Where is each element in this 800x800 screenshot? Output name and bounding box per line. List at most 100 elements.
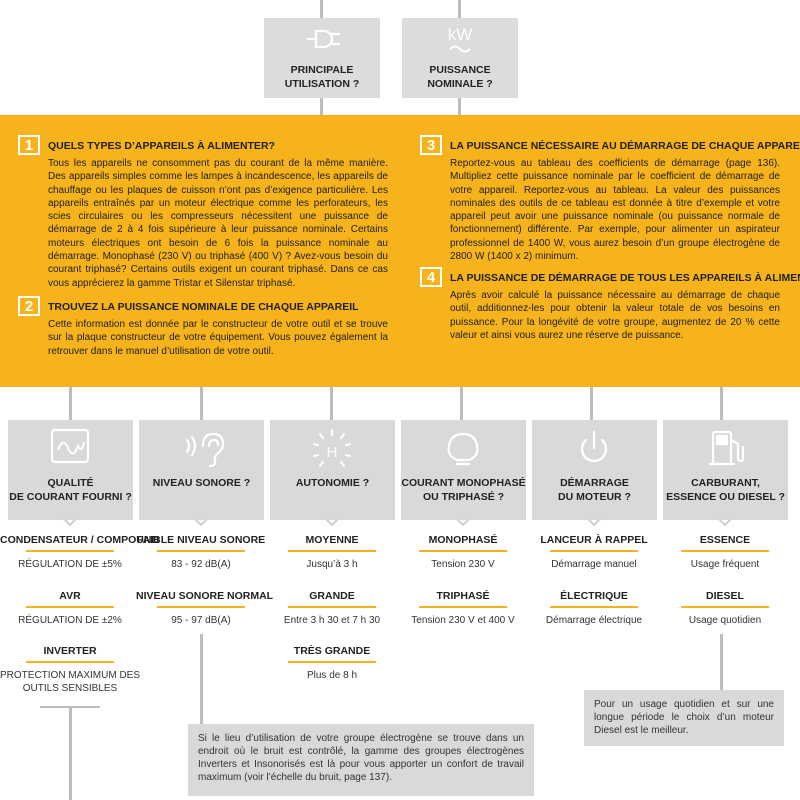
option-moyenne: MOYENNE Jusqu’à 3 h	[267, 534, 397, 571]
option-title: FAIBLE NIVEAU SONORE	[136, 534, 266, 546]
option-essence: ESSENCE Usage fréquent	[660, 534, 790, 571]
power-icon	[532, 426, 657, 470]
option-lanceur: LANCEUR À RAPPEL Démarrage manuel	[529, 534, 659, 571]
option-underline	[681, 606, 769, 608]
option-desc: Tension 230 V et 400 V	[411, 615, 515, 626]
option-inverter: INVERTER PROTECTION MAXIMUM DES OUTILS S…	[0, 645, 140, 695]
connector-line	[200, 634, 203, 724]
chevron-down-icon	[63, 518, 77, 526]
section-number: 4	[420, 267, 442, 287]
option-triphase: TRIPHASÉ Tension 230 V et 400 V	[398, 590, 528, 627]
option-underline	[419, 550, 507, 552]
option-title: GRANDE	[309, 590, 355, 602]
option-underline	[550, 606, 638, 608]
option-underline	[681, 550, 769, 552]
category-label: AUTONOMIE ?	[295, 477, 370, 489]
usage-box: PRINCIPALE UTILISATION ?	[264, 18, 380, 98]
connector-line	[330, 387, 333, 420]
category-label: COURANT MONOPHASÉ OU TRIPHASÉ ?	[401, 477, 526, 503]
option-desc: Usage fréquent	[690, 559, 760, 570]
connector-line	[720, 387, 723, 420]
option-underline	[157, 606, 245, 608]
power-label: PUISSANCE NOMINALE ?	[427, 64, 493, 90]
waveform-icon	[8, 426, 133, 470]
option-underline	[288, 606, 376, 608]
connector-line	[458, 98, 461, 115]
info-banner: 1 QUELS TYPES D’APPAREILS À ALIMENTER? T…	[0, 115, 800, 387]
option-underline	[26, 661, 114, 663]
chevron-down-icon	[456, 518, 470, 526]
noise-note: Si le lieu d’utilisation de votre groupe…	[188, 724, 534, 796]
option-underline	[26, 550, 114, 552]
option-desc: 95 - 97 dB(A)	[171, 615, 231, 626]
option-title: INVERTER	[43, 645, 97, 657]
fuel-pump-icon	[663, 426, 788, 470]
option-underline	[419, 606, 507, 608]
option-desc: Démarrage électrique	[545, 615, 643, 626]
section-body: Cette information est donnée par le cons…	[48, 319, 388, 357]
category-start: DÉMARRAGE DU MOTEUR ?	[532, 420, 657, 520]
option-title: TRÈS GRANDE	[293, 645, 371, 657]
option-grande: GRANDE Entre 3 h 30 et 7 h 30	[267, 590, 397, 627]
option-condensateur: CONDENSATEUR / COMPOUND RÉGULATION DE ±5…	[0, 534, 160, 571]
category-label: NIVEAU SONORE ?	[152, 477, 251, 489]
section-number: 1	[18, 135, 40, 155]
option-desc: Démarrage manuel	[551, 559, 637, 570]
option-title: ÉLECTRIQUE	[560, 590, 628, 602]
option-desc: Tension 230 V	[431, 559, 495, 570]
category-phase: COURANT MONOPHASÉ OU TRIPHASÉ ?	[401, 420, 526, 520]
connector-line	[460, 387, 463, 420]
connector-line	[69, 706, 72, 800]
option-faible-niveau: FAIBLE NIVEAU SONORE 83 - 92 dB(A)	[136, 534, 266, 571]
option-title: MONOPHASÉ	[428, 534, 498, 546]
option-title: LANCEUR À RAPPEL	[540, 534, 648, 546]
option-underline	[550, 550, 638, 552]
section-number: 2	[18, 296, 40, 316]
option-underline	[288, 661, 376, 663]
option-desc: Jusqu’à 3 h	[306, 559, 358, 570]
chevron-down-icon	[718, 518, 732, 526]
option-title: AVR	[59, 590, 81, 602]
connector-line	[320, 0, 323, 18]
connector-line	[590, 387, 593, 420]
option-desc: RÉGULATION DE ±2%	[18, 615, 122, 626]
section-body: Tous les appareils ne consomment pas du …	[48, 158, 388, 289]
option-niveau-normal: NIVEAU SONORE NORMAL 95 - 97 dB(A)	[136, 590, 273, 627]
chevron-down-icon	[587, 518, 601, 526]
category-label: DÉMARRAGE DU MOTEUR ?	[558, 477, 631, 503]
plug-icon	[264, 20, 380, 56]
kw-icon: kW	[402, 20, 518, 56]
power-box: kW PUISSANCE NOMINALE ?	[402, 18, 518, 98]
chevron-down-icon	[194, 518, 208, 526]
option-desc: PROTECTION MAXIMUM DES OUTILS SENSIBLES	[0, 670, 141, 694]
option-desc: 83 - 92 dB(A)	[171, 559, 231, 570]
option-desc: Plus de 8 h	[306, 670, 358, 681]
option-desc: Usage quotidien	[688, 615, 762, 626]
option-title: ESSENCE	[699, 534, 751, 546]
option-title: CONDENSATEUR / COMPOUND	[0, 534, 160, 546]
usage-label: PRINCIPALE UTILISATION ?	[284, 64, 360, 90]
section-title: LA PUISSANCE DE DÉMARRAGE DE TOUS LES AP…	[450, 272, 800, 284]
option-desc: RÉGULATION DE ±5%	[18, 559, 122, 570]
option-monophase: MONOPHASÉ Tension 230 V	[398, 534, 528, 571]
connector-line	[69, 387, 72, 420]
option-underline	[26, 606, 114, 608]
section-title: QUELS TYPES D’APPAREILS À ALIMENTER?	[48, 140, 275, 152]
section-title: TROUVEZ LA PUISSANCE NOMINALE DE CHAQUE …	[48, 301, 359, 313]
option-underline	[288, 550, 376, 552]
option-underline	[157, 550, 245, 552]
connector-line	[458, 0, 461, 18]
option-avr: AVR RÉGULATION DE ±2%	[0, 590, 140, 627]
chevron-down-icon	[325, 518, 339, 526]
diesel-note: Pour un usage quotidien et sur une longu…	[584, 690, 784, 746]
category-fuel: CARBURANT, ESSENCE OU DIESEL ?	[663, 420, 788, 520]
section-number: 3	[420, 135, 442, 155]
clock-icon: H	[270, 426, 395, 470]
option-title: DIESEL	[706, 590, 744, 602]
section-body: Après avoir calculé la puissance nécessa…	[450, 290, 780, 341]
connector-line	[320, 98, 323, 115]
section-body: Reportez-vous au tableau des coefficient…	[450, 158, 780, 263]
option-diesel: DIESEL Usage quotidien	[660, 590, 790, 627]
connector-line	[40, 706, 100, 708]
section-title: LA PUISSANCE NÉCESSAIRE AU DÉMARRAGE DE …	[450, 140, 800, 152]
